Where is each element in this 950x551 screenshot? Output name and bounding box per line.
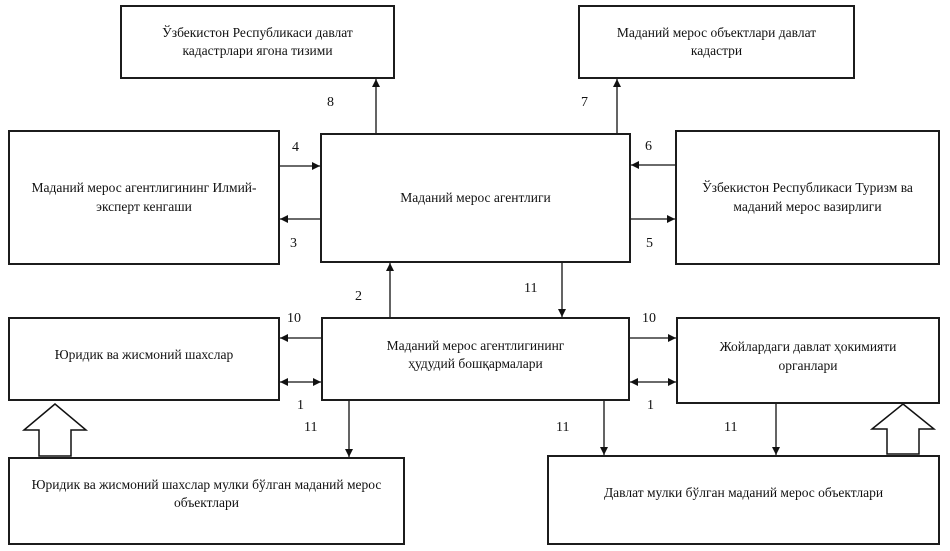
arrow-label-3: 3 [290, 236, 297, 251]
box-label: Давлат мулки бўлган маданий мерос объект… [603, 484, 884, 500]
arrow-label-10-right: 10 [642, 311, 656, 326]
box-label: Юридик ва жисмоний шахслар [54, 346, 234, 362]
arrow-label-8: 8 [327, 95, 334, 110]
box-scientific-expert-council: Маданий мерос агентлигининг Илмий-экспер… [8, 130, 280, 265]
box-label: Маданий мерос агентлигининг ҳудудий бошқ… [386, 337, 565, 371]
box-label: Жойлардаги давлат ҳокимияти органлари [719, 339, 897, 373]
arrow-label-4: 4 [292, 140, 299, 155]
box-ministry-of-tourism-and-heritage: Ўзбекистон Республикаси Туризм ва мадани… [675, 130, 940, 265]
arrow-label-1-left: 1 [297, 398, 304, 413]
box-unified-state-cadastre-system: Ўзбекистон Республикаси давлат кадастрла… [120, 5, 395, 79]
arrow-label-11-bottom-mid: 11 [556, 420, 570, 435]
box-label: Ўзбекистон Республикаси давлат кадастрла… [162, 24, 353, 58]
box-state-owned-heritage-objects: Давлат мулки бўлган маданий мерос объект… [547, 455, 940, 545]
arrow-label-11-bottom-right: 11 [724, 420, 738, 435]
block-arrow-up-right [869, 403, 937, 455]
box-state-cadastre-of-heritage-objects: Маданий мерос объектлари давлат кадастри [578, 5, 855, 79]
box-label: Маданий мерос агентлиги [400, 189, 551, 205]
arrow-label-7: 7 [581, 95, 588, 110]
box-cultural-heritage-agency: Маданий мерос агентлиги [320, 133, 631, 263]
box-label: Маданий мерос агентлигининг Илмий-экспер… [31, 180, 257, 214]
arrow-label-2: 2 [355, 289, 362, 304]
box-label: Маданий мерос объектлари давлат кадастри [616, 24, 817, 58]
arrow-label-11-center: 11 [524, 281, 538, 296]
box-privately-owned-heritage-objects: Юридик ва жисмоний шахслар мулки бўлган … [8, 457, 405, 545]
arrow-label-11-bottom-left: 11 [304, 420, 318, 435]
arrow-label-5: 5 [646, 236, 653, 251]
block-arrow-up-left [21, 403, 89, 457]
box-local-state-authorities: Жойлардаги давлат ҳокимияти органлари [676, 317, 940, 404]
box-label: Юридик ва жисмоний шахслар мулки бўлган … [31, 476, 382, 510]
box-label: Ўзбекистон Республикаси Туризм ва мадани… [702, 180, 913, 214]
arrow-label-10-left: 10 [287, 311, 301, 326]
box-territorial-departments: Маданий мерос агентлигининг ҳудудий бошқ… [321, 317, 630, 401]
arrow-label-1-right: 1 [647, 398, 654, 413]
box-legal-and-individual-persons: Юридик ва жисмоний шахслар [8, 317, 280, 401]
arrow-label-6: 6 [645, 139, 652, 154]
